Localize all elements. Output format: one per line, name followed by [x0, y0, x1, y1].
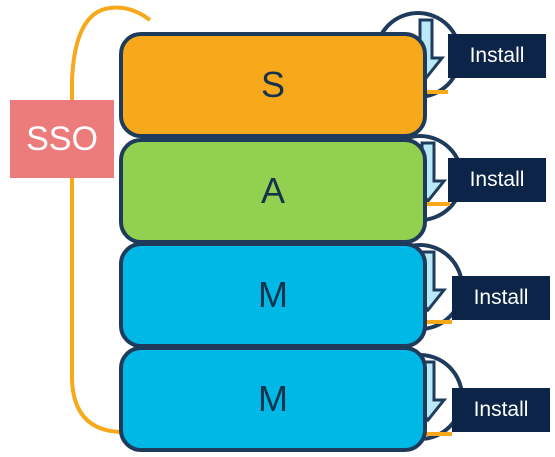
install-text: Install [473, 398, 529, 421]
install-text: Install [473, 286, 529, 309]
layer-m-lower-label: M [258, 378, 288, 419]
sso-label: SSO [26, 119, 98, 158]
layer-a-label: A [260, 170, 285, 211]
install-label-1: Install [448, 34, 546, 78]
install-text: Install [469, 168, 525, 191]
layer-m-upper: M [119, 242, 427, 348]
sso-label-box: SSO [10, 100, 114, 178]
sso-loop [70, 5, 152, 434]
layer-a: A [119, 138, 427, 244]
install-label-2: Install [448, 158, 546, 202]
layer-s-label: S [260, 64, 285, 105]
layer-m-lower: M [119, 346, 427, 452]
layer-s: S [119, 32, 427, 138]
layer-m-upper-label: M [258, 274, 288, 315]
install-text: Install [469, 44, 525, 67]
install-label-3: Install [452, 276, 550, 320]
install-label-4: Install [452, 388, 550, 432]
